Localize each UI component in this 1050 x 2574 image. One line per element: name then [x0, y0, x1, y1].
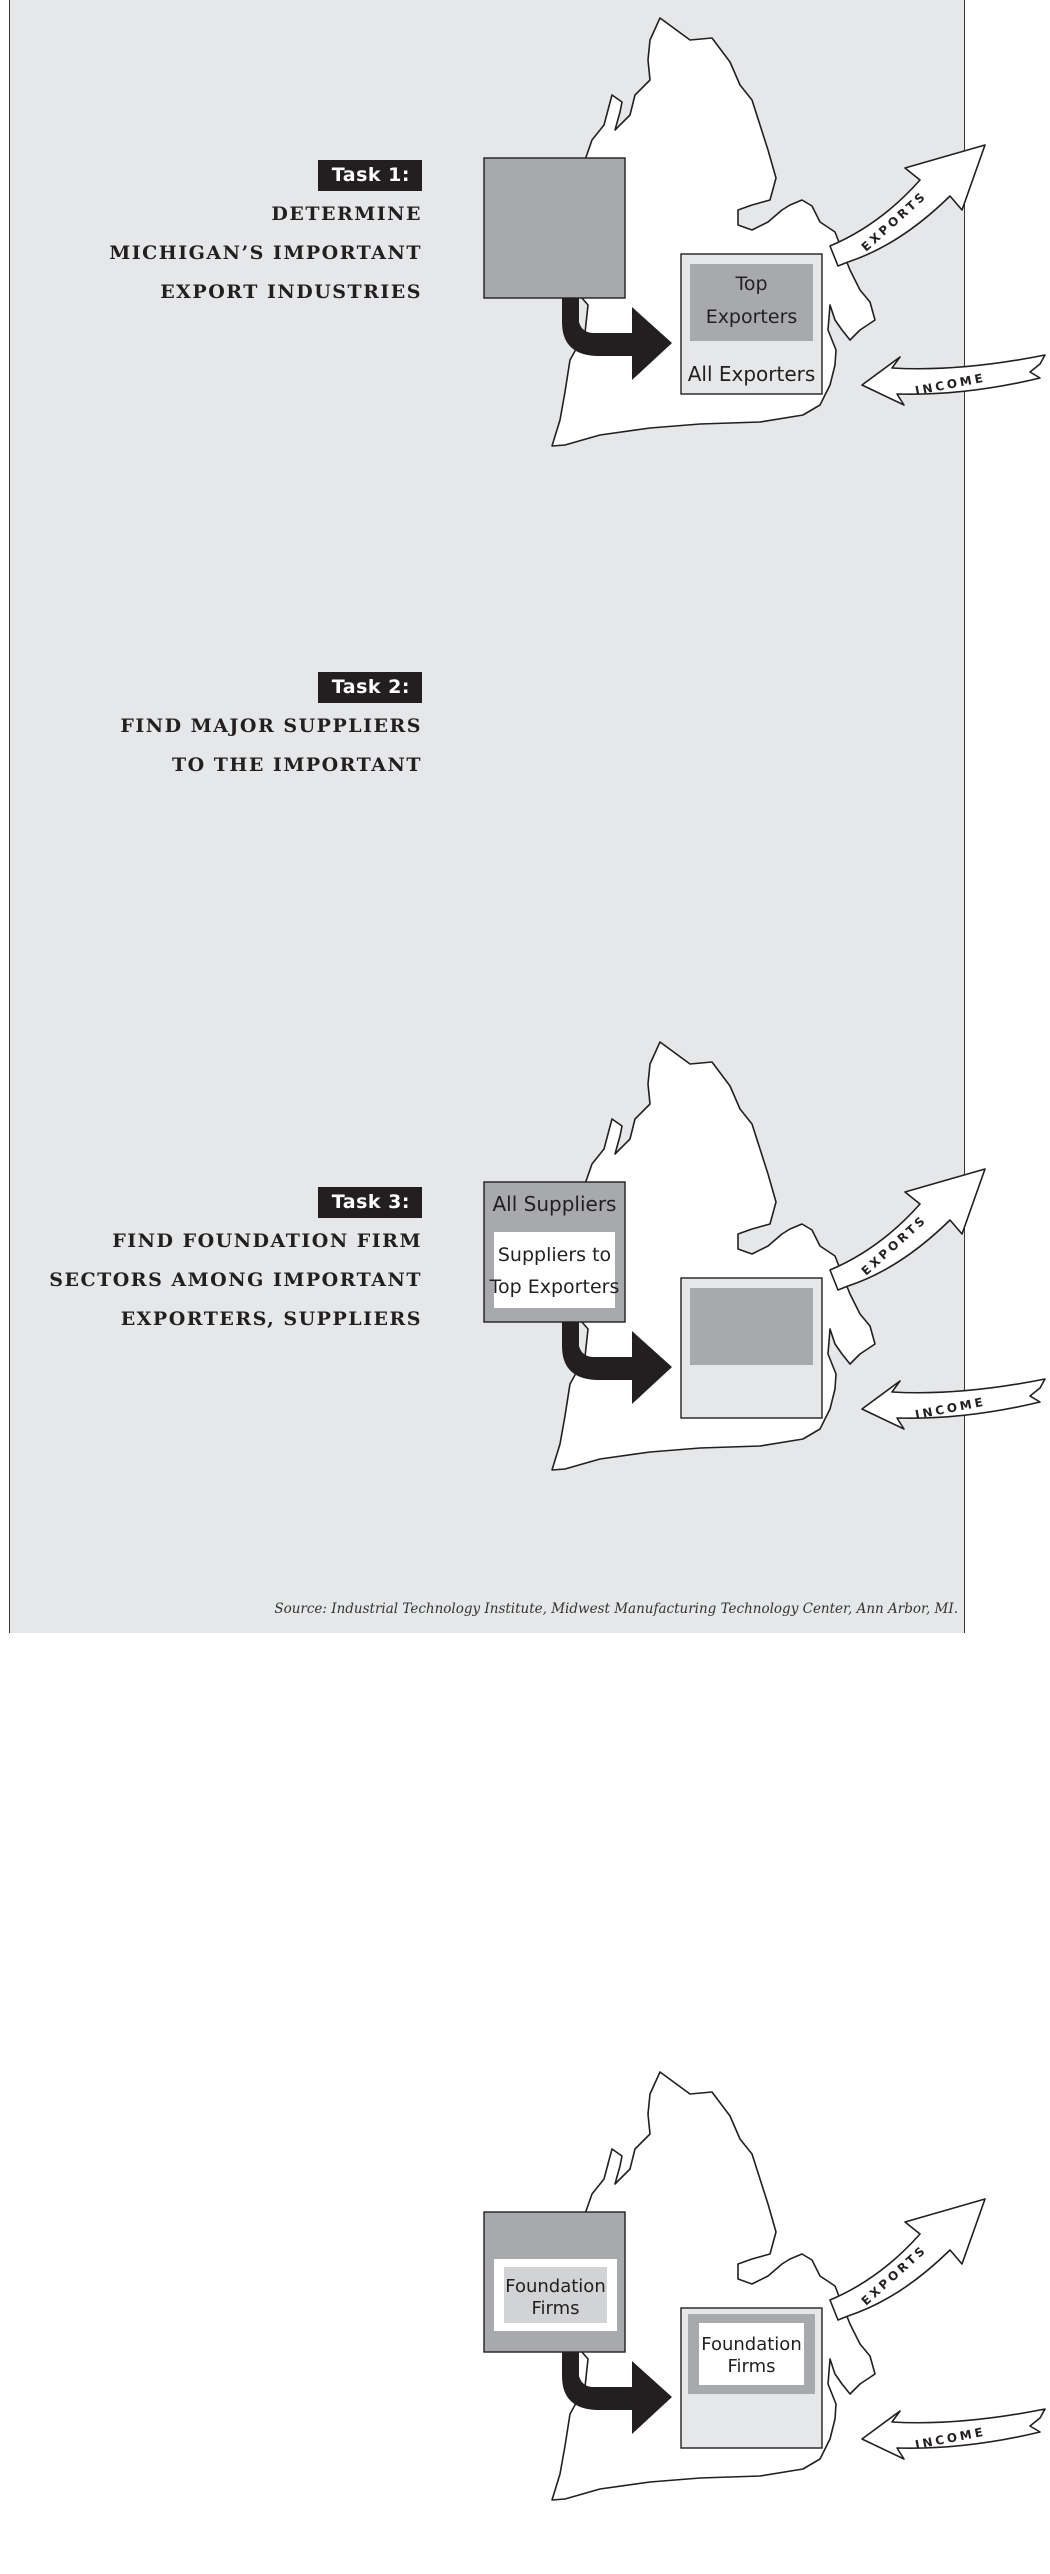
task-2-label: Task 2: FIND MAJOR SUPPLIERS TO THE IMPO…: [120, 672, 422, 785]
task-1-section: Task 1: DETERMINE MICHIGAN’S IMPORTANT E…: [0, 0, 1050, 520]
right-box-inner-label-2: Firms: [727, 2356, 775, 2377]
right-box-inner-label-1: Top: [734, 273, 767, 295]
task-1-line-1: DETERMINE: [271, 203, 422, 225]
task-2-line-1: FIND MAJOR SUPPLIERS: [120, 715, 422, 737]
task-3-badge: Task 3:: [317, 1187, 422, 1218]
task-1-line-2: MICHIGAN’S IMPORTANT: [109, 242, 422, 264]
exports-arrow-icon: [829, 1168, 986, 1291]
left-box: [483, 157, 626, 299]
right-box-inner-label-2: Exporters: [706, 306, 798, 328]
left-box-inner-label-1: Foundation: [505, 2276, 605, 2297]
task-2-section: Task 2: FIND MAJOR SUPPLIERS TO THE IMPO…: [0, 512, 1050, 1471]
task-3-section: Task 3: FIND FOUNDATION FIRM SECTORS AMO…: [0, 1027, 1050, 2501]
task-3-line-3: EXPORTERS, SUPPLIERS: [120, 1308, 422, 1330]
right-box-inner-label-1: Foundation: [701, 2334, 801, 2355]
source-note: Source: Industrial Technology Institute,…: [274, 1601, 958, 1617]
right-box-outer-label: All Exporters: [688, 362, 816, 386]
task-1-label: Task 1: DETERMINE MICHIGAN’S IMPORTANT E…: [109, 160, 422, 312]
income-arrow-icon: [861, 1378, 1046, 1430]
task-3-line-2: SECTORS AMONG IMPORTANT: [49, 1269, 422, 1291]
exports-arrow-icon: [829, 144, 986, 267]
flow-arrow-icon: [562, 1319, 672, 1404]
right-box-inner: [690, 264, 813, 341]
left-box-inner-label-1: Suppliers to: [498, 1244, 611, 1266]
left-box-outer-label: All Suppliers: [493, 1192, 617, 1216]
task-2-badge: Task 2:: [317, 672, 422, 703]
left-box-inner: [494, 1232, 615, 1308]
flow-arrow-icon: [562, 295, 672, 380]
left-box-inner-label-2: Top Exporters: [489, 1276, 620, 1298]
right-box-inner: [690, 1288, 813, 1365]
income-arrow-icon: [861, 354, 1046, 406]
task-3-line-1: FIND FOUNDATION FIRM: [112, 1230, 422, 1252]
task-1-badge: Task 1:: [317, 160, 422, 191]
left-box-inner-label-2: Firms: [531, 2298, 579, 2319]
task-3-scene: FoundationFirmsFoundationFirmsEXPORTSINC…: [483, 2071, 1046, 2501]
task-2-line-2: TO THE IMPORTANT: [171, 754, 422, 776]
task-3-label: Task 3: FIND FOUNDATION FIRM SECTORS AMO…: [49, 1187, 422, 1339]
task-1-line-3: EXPORT INDUSTRIES: [160, 281, 422, 303]
